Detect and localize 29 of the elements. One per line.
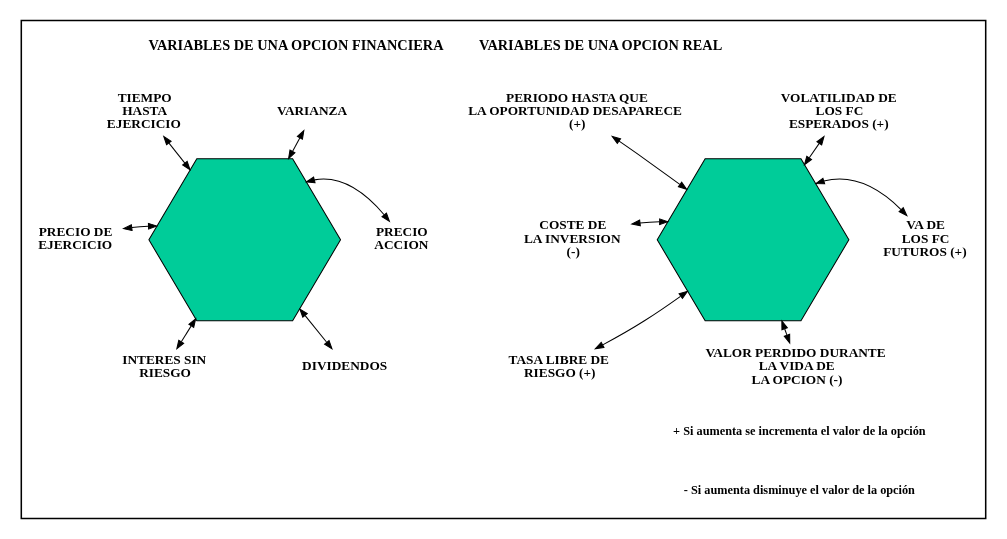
arrow	[803, 135, 825, 166]
node-text: VALOR PERDIDO DURANTE LA VIDA DE LA OPCION (-)	[705, 345, 886, 387]
node-text: VOLATILIDAD DE LOS FC ESPERADOS (+)	[780, 89, 897, 132]
arrow	[304, 176, 391, 223]
arrow	[630, 218, 670, 227]
node-text: TIEMPO HASTA EJERCICIO	[106, 89, 181, 132]
label: VARIABLES DE UNA OPCION FINANCIERA	[148, 36, 444, 53]
label: VARIABLES DE UNA OPCION REAL	[478, 36, 723, 53]
label: - Si aumenta disminuye el valor de la opción	[683, 483, 915, 498]
node-text: DIVIDENDOS	[302, 357, 388, 373]
label: + Si aumenta se incrementa el valor de la opción	[673, 423, 926, 438]
arrow	[781, 319, 791, 345]
node-text: TASA LIBRE DE RIESGO (+)	[508, 351, 609, 381]
arrow	[610, 135, 688, 191]
node-text: PERIODO HASTA QUE LA OPORTUNIDAD DESAPARECE (+)	[468, 89, 682, 132]
node-text: PRECIO DE EJERCICIO	[38, 224, 113, 253]
node-text: INTERES SIN RIESGO	[122, 351, 207, 381]
arrow	[287, 129, 305, 160]
node-text: VA DE LOS FC FUTUROS (+)	[883, 217, 967, 260]
arrow	[162, 135, 191, 171]
node-text: VARIANZA	[277, 102, 348, 118]
arrow	[122, 222, 159, 232]
arrow	[593, 290, 689, 350]
arrow	[298, 307, 333, 350]
cluster	[20, 19, 987, 520]
node-text: COSTE DE LA INVERSION (-)	[524, 217, 621, 260]
node-text: PRECIO ACCION	[374, 224, 429, 253]
arrow	[176, 317, 197, 351]
arrow	[814, 177, 908, 217]
